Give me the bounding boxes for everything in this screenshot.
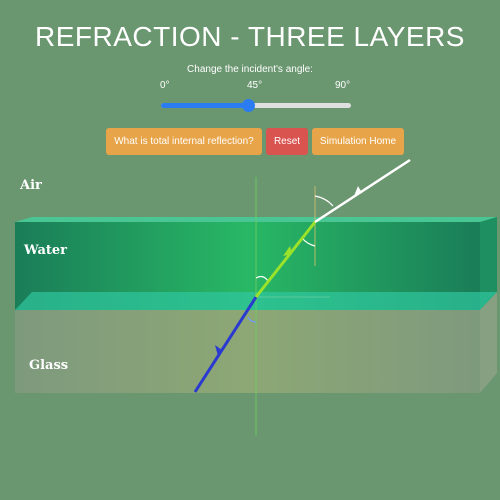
angle-arc-water-bottom <box>255 275 269 282</box>
water-side <box>480 217 497 310</box>
water-layer <box>15 222 480 310</box>
air-ray-arrow <box>354 186 362 196</box>
slider-tick-0: 0° <box>160 80 170 91</box>
slider-tick-90: 90° <box>335 80 351 91</box>
angle-slider[interactable] <box>161 99 351 112</box>
air-label: Air <box>20 178 42 193</box>
angle-slider-label: Change the incident's angle: <box>187 64 313 75</box>
simulation-home-button[interactable]: Simulation Home <box>312 128 404 155</box>
total-internal-reflection-button[interactable]: What is total internal reflection? <box>106 128 262 155</box>
glass-ray <box>193 296 258 393</box>
page-title: REFRACTION - THREE LAYERS <box>35 21 465 52</box>
reset-button[interactable]: Reset <box>266 128 308 155</box>
water-label: Water <box>24 243 68 258</box>
glass-side <box>480 292 497 393</box>
angle-arc-air <box>314 195 334 207</box>
air-ray <box>314 158 411 224</box>
angle-slider-thumb[interactable] <box>241 99 255 112</box>
water-ray-arrow <box>283 246 292 256</box>
water-ray <box>254 221 317 298</box>
angle-slider-fill <box>161 103 248 108</box>
slider-tick-45: 45° <box>247 80 263 91</box>
glass-layer <box>15 310 480 393</box>
glass-ray-arrow <box>215 345 222 356</box>
glass-label: Glass <box>29 358 69 373</box>
angle-arc-glass <box>247 316 257 323</box>
